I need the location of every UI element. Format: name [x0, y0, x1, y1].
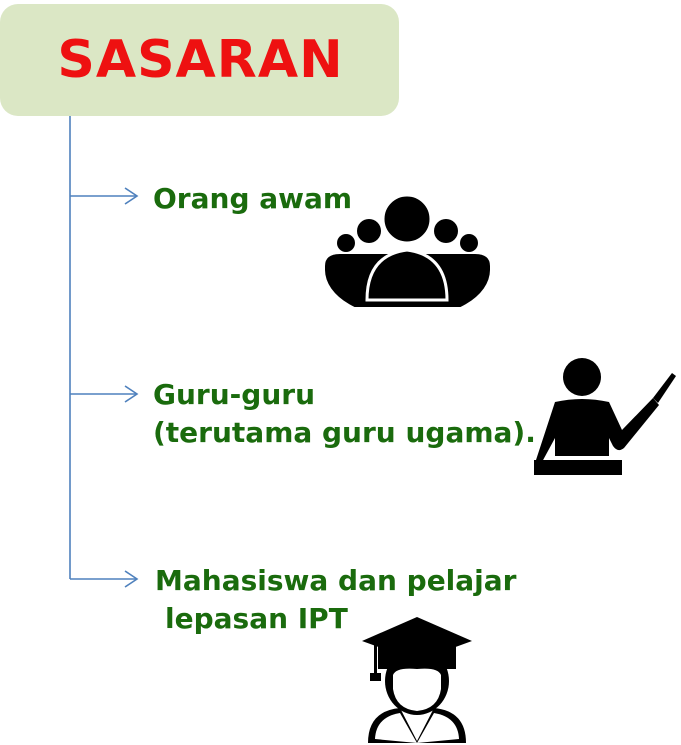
teacher-pointer-icon — [534, 358, 676, 475]
arrowhead-3 — [124, 570, 139, 588]
item-guru-guru: Guru-guru (terutama guru ugama). — [153, 376, 536, 452]
item-2-line-2: (terutama guru ugama). — [153, 416, 536, 449]
arrowhead-1 — [124, 187, 139, 205]
group-people-icon — [325, 193, 490, 307]
item-1-line-1: Orang awam — [153, 182, 353, 215]
item-3-line-2: lepasan IPT — [165, 602, 348, 635]
item-mahasiswa: Mahasiswa dan pelajar lepasan IPT — [155, 562, 516, 638]
graduate-icon — [362, 617, 472, 743]
arrowhead-2 — [124, 385, 139, 403]
title-box: SASARAN — [0, 4, 399, 116]
title-text: SASARAN — [57, 30, 344, 90]
item-2-line-1: Guru-guru — [153, 378, 315, 411]
item-orang-awam: Orang awam — [153, 180, 352, 218]
item-3-line-1: Mahasiswa dan pelajar — [155, 564, 517, 597]
